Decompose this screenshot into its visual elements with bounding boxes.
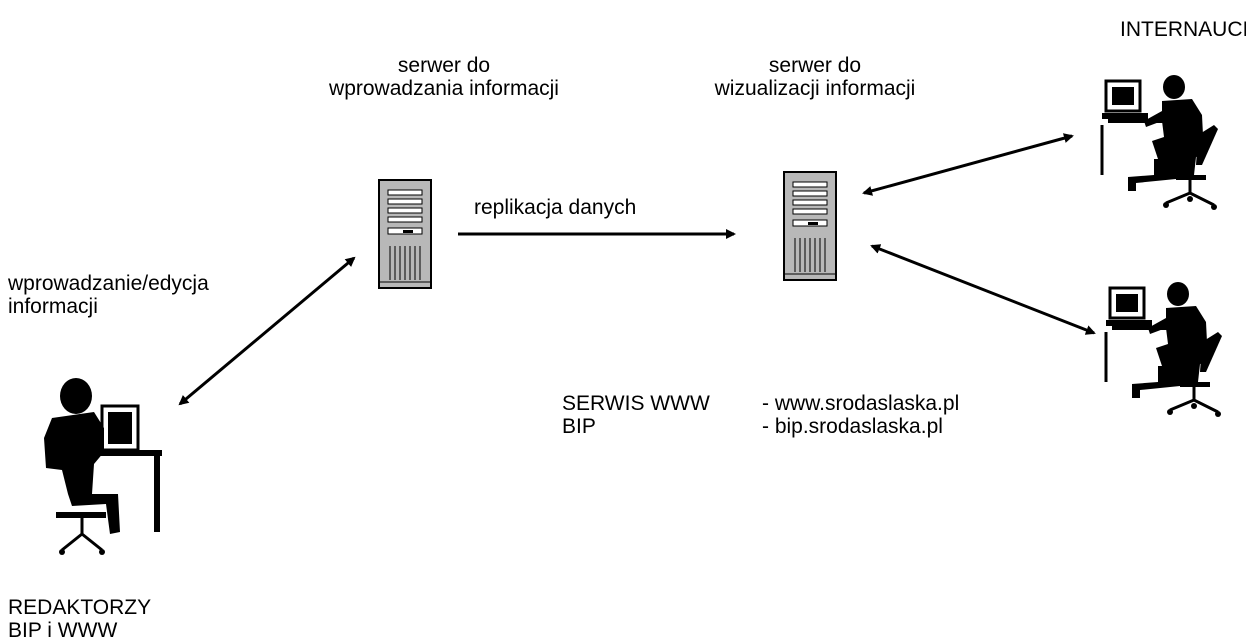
user2-arrow [870,244,1096,335]
service-name: BIP [562,415,596,438]
service-row: BIP - bip.srodaslaska.pl [562,415,943,438]
service-name: SERWIS WWW [562,392,710,415]
service-address: - bip.srodaslaska.pl [762,415,943,438]
server-input-icon [378,179,432,289]
editor-user-icon [44,378,162,555]
redaktorzy-line2: BIP i WWW [8,619,118,642]
service-address: - www.srodaslaska.pl [762,392,960,415]
edit-line2: informacji [8,295,98,318]
server-visual-line2: wizualizacji informacji [714,77,916,100]
user1-arrow [862,133,1074,196]
internauci-label: INTERNAUCI [1120,18,1246,41]
internet-user-1-icon [1100,73,1220,212]
server-input-line1: serwer do [397,54,491,77]
internet-user-2-icon [1104,280,1224,419]
server-input-line2: wprowadzania informacji [329,77,559,100]
replication-label: replikacja danych [474,196,637,219]
edit-arrow [178,256,356,406]
server-visual-icon [783,171,837,281]
server-visual-label: serwer do wizualizacji informacji [690,54,940,100]
edit-line1: wprowadzanie/edycja [8,272,209,295]
redaktorzy-line1: REDAKTORZY [8,596,152,619]
services-list: SERWIS WWW - www.srodaslaska.pl BIP - bi… [562,392,959,438]
server-input-label: serwer do wprowadzania informacji [324,54,564,100]
redaktorzy-label: REDAKTORZY BIP i WWW [8,596,151,642]
server-visual-line1: serwer do [768,54,862,77]
service-row: SERWIS WWW - www.srodaslaska.pl [562,392,959,415]
edit-label: wprowadzanie/edycja informacji [8,272,209,318]
